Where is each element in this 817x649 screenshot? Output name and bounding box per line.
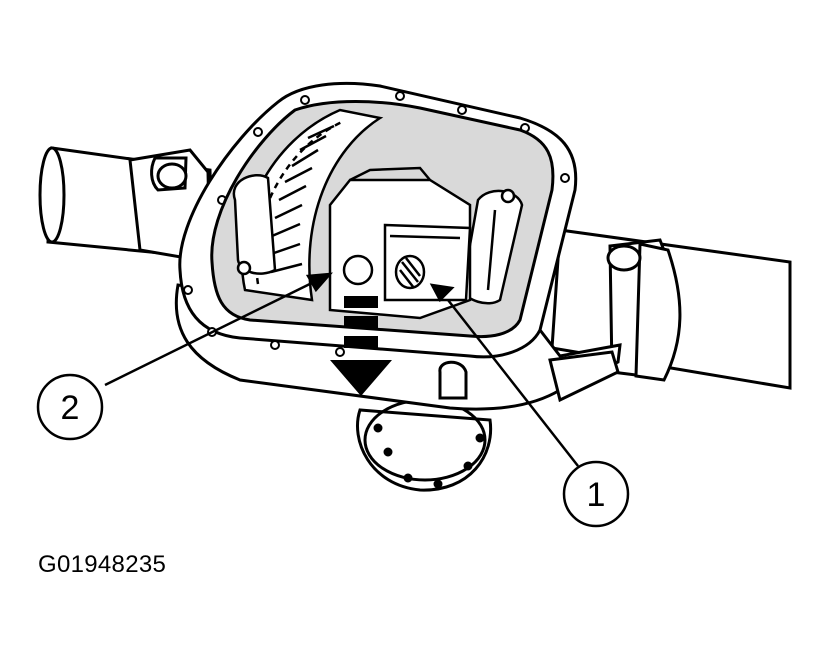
removal-direction-arrow	[330, 296, 392, 396]
callout-2-leader	[104, 272, 333, 387]
figure-id-label: G01948235	[38, 551, 167, 578]
callout-2-number: 2	[61, 389, 80, 427]
differential-case	[328, 166, 472, 320]
callout-2: 2	[36, 373, 104, 441]
callout-1-leader	[429, 283, 579, 467]
callout-1: 1	[562, 460, 630, 528]
callout-1-number: 1	[587, 476, 606, 514]
housing-bolt-holes	[183, 91, 570, 357]
left-bearing-cap	[232, 173, 277, 276]
pinion-shaft-hole	[342, 254, 374, 286]
pinion-flange	[356, 398, 493, 492]
left-axle-tube	[38, 146, 214, 264]
drain-plug	[394, 254, 426, 290]
